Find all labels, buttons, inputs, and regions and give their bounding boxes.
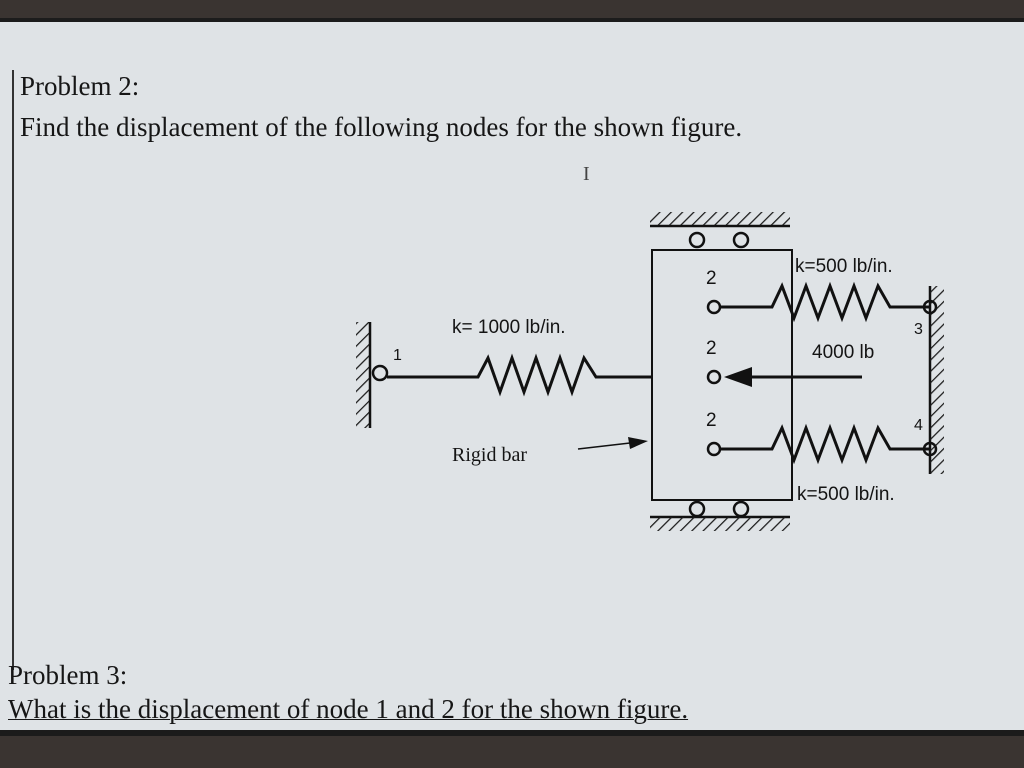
rigid-bar-label: Rigid bar — [452, 444, 527, 466]
top-spring-stiffness-label: k=500 lb/in. — [795, 256, 893, 277]
node-2-mid-label: 2 — [706, 338, 717, 359]
bottom-right-spring — [720, 423, 938, 465]
force-arrow — [724, 367, 862, 387]
node-4-label: 4 — [914, 417, 923, 434]
left-margin-line — [12, 70, 14, 670]
text-cursor-icon: I — [583, 163, 590, 185]
top-ground-support — [650, 212, 790, 249]
node-3-label: 3 — [914, 321, 923, 338]
bottom-spring-stiffness-label: k=500 lb/in. — [797, 484, 895, 505]
problem-2-title: Problem 2: — [20, 71, 140, 101]
problem-3-text: What is the displacement of node 1 and 2… — [8, 694, 689, 724]
node-2-top-circle — [706, 299, 722, 315]
problem-2-text: Find the displacement of the following n… — [20, 112, 743, 142]
rigid-bar-pointer-arrow — [577, 437, 648, 450]
left-spring-stiffness-label: k= 1000 lb/in. — [452, 317, 566, 338]
node-2-top-label: 2 — [706, 268, 717, 289]
node-2-bottom-label: 2 — [706, 410, 717, 431]
top-right-spring — [720, 281, 938, 323]
right-wall-support — [928, 286, 944, 474]
rigid-bar — [651, 249, 793, 501]
problem-3-title: Problem 3: — [8, 660, 128, 690]
force-label: 4000 lb — [812, 342, 874, 363]
left-spring — [387, 353, 652, 397]
bottom-ground-support — [650, 500, 790, 531]
node-1-label: 1 — [393, 347, 402, 364]
node-2-mid-circle — [706, 369, 722, 385]
node-2-bottom-circle — [706, 441, 722, 457]
left-wall-support — [356, 322, 389, 428]
